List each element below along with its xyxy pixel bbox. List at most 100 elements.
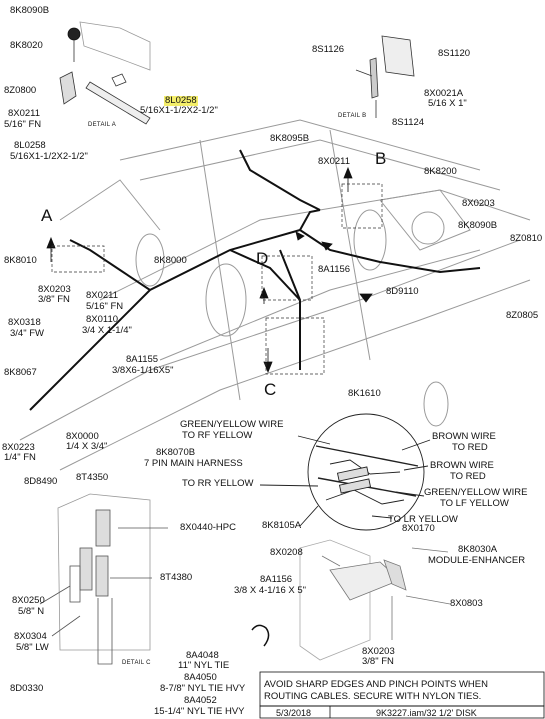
part-label-8X0021A-size: 5/16 X 1" — [428, 98, 467, 109]
part-label-8A1155: 8A1155 — [126, 354, 159, 365]
part-label-8K8200: 8K8200 — [424, 166, 457, 177]
part-label-8D8490: 8D8490 — [24, 476, 58, 487]
part-label-8L0258-highlighted: 8L0258 — [164, 95, 198, 106]
part-label-8X0318: 8X0318 — [8, 317, 41, 328]
callout-b: B — [375, 149, 387, 168]
part-label-8X0208: 8X0208 — [270, 547, 303, 558]
part-label-8X0250-size: 5/8" N — [18, 606, 45, 617]
part-label-8L0258: 8L0258 — [14, 140, 46, 151]
part-label-8K8030A-desc: MODULE-ENHANCER — [428, 555, 526, 566]
title-block-date: 5/3/2018 — [276, 708, 312, 718]
wire-label-brown-1-dest: TO RED — [452, 442, 488, 453]
part-label-8A4050: 8A4050 — [184, 672, 217, 683]
part-label-8K1610: 8K1610 — [348, 388, 381, 399]
detail-c-drawing — [39, 493, 168, 665]
part-label-8X0211-a: 8X0211 — [8, 108, 41, 119]
part-label-8X0304: 8X0304 — [14, 631, 47, 642]
part-label-8X0000-size: 1/4 X 3/4" — [66, 441, 108, 452]
detail-c-label: DETAIL C — [122, 660, 151, 666]
callout-a: A — [41, 206, 53, 225]
part-label-8D9110: 8D9110 — [386, 286, 419, 297]
implement-frame — [19, 119, 531, 471]
module-drawing — [299, 539, 451, 661]
part-label-8X0803: 8X0803 — [450, 598, 483, 609]
part-label-8X0203-left-size: 3/8" FN — [38, 294, 70, 305]
part-label-8L0258-size: 5/16X1-1/2X2-1/2" — [10, 151, 88, 162]
wire-label-brown-2-dest: TO RED — [450, 471, 486, 482]
part-label-8X0223-size: 1/4" FN — [4, 452, 36, 463]
title-block-file: 9K3227.iam/32 1/2' DISK — [376, 708, 477, 718]
callout-c: C — [264, 380, 277, 399]
part-label-8X0203-left: 8X0203 — [38, 284, 71, 295]
part-label-8A4048: 8A4048 — [186, 650, 219, 661]
part-label-8K8105A: 8K8105A — [262, 520, 302, 531]
part-label-8K8090B-right: 8K8090B — [458, 220, 498, 231]
part-label-8T4350: 8T4350 — [76, 472, 109, 483]
nylon-tie — [251, 624, 270, 647]
part-label-8X0203-right: 8X0203 — [462, 198, 495, 209]
part-label-8Z0805: 8Z0805 — [506, 310, 539, 321]
part-label-8K8095B: 8K8095B — [270, 133, 310, 144]
part-label-8X0211-b: 8X0211 — [318, 156, 351, 167]
part-label-8A4050-desc: 8-7/8" NYL TIE HVY — [160, 683, 246, 694]
wire-label-green-yellow-lf-dest: TO LF YELLOW — [440, 498, 509, 509]
part-label-8L0258-highlighted-size: 5/16X1-1/2X2-1/2" — [140, 105, 218, 116]
part-label-8X0304-size: 5/8" LW — [16, 642, 49, 653]
part-label-8A1156-mid: 8A1156 — [318, 264, 351, 275]
wire-label-rr-yellow: TO RR YELLOW — [182, 478, 254, 489]
detail-boxes — [51, 183, 383, 375]
part-label-8A1155-size: 3/8X6-1/16X5" — [112, 365, 174, 376]
wire-label-green-yellow-rf: GREEN/YELLOW WIRE — [180, 419, 284, 430]
callout-d: D — [256, 249, 269, 268]
part-label-8K8090B-top: 8K8090B — [10, 5, 50, 16]
part-label-8X0211-a-size: 5/16" FN — [4, 119, 42, 130]
wire-label-green-yellow-rf-dest: TO RF YELLOW — [182, 430, 253, 441]
wire-label-lr-yellow: TO LR YELLOW — [388, 514, 458, 525]
routing-note-line-2: ROUTING CABLES. SECURE WITH NYLON TIES. — [264, 691, 482, 702]
callout-pointers — [46, 166, 373, 374]
part-label-8T4380: 8T4380 — [160, 572, 193, 583]
part-label-8X0250: 8X0250 — [12, 595, 45, 606]
title-block-frame — [259, 671, 545, 719]
part-label-8D0330: 8D0330 — [10, 683, 44, 694]
part-label-8A4052: 8A4052 — [184, 695, 217, 706]
detail-b-drawing — [355, 35, 415, 118]
part-label-8X0110-size: 3/4 X 1-1/4" — [82, 325, 132, 336]
part-label-8Z0810: 8Z0810 — [510, 233, 543, 244]
part-label-8X0170: 8X0170 — [402, 523, 435, 534]
part-label-8K8067: 8K8067 — [4, 367, 37, 378]
detail-a-drawing — [59, 21, 151, 125]
part-label-8K8070B: 8K8070B — [156, 447, 196, 458]
part-label-8K8000: 8K8000 — [154, 255, 187, 266]
part-label-8A4048-desc: 11" NYL TIE — [178, 660, 230, 671]
part-label-8A1156-low: 8A1156 — [260, 574, 293, 585]
wire-detail-circle — [259, 413, 431, 531]
part-label-8X0440-HPC: 8X0440-HPC — [180, 522, 236, 533]
wire-label-green-yellow-lf: GREEN/YELLOW WIRE — [424, 487, 528, 498]
routing-note-line-1: AVOID SHARP EDGES AND PINCH POINTS WHEN — [264, 679, 488, 690]
part-label-8X0223: 8X0223 — [2, 442, 35, 453]
part-label-8X0211-c-size: 5/16" FN — [86, 301, 124, 312]
part-label-8S1120: 8S1120 — [438, 48, 471, 59]
part-label-8X0110: 8X0110 — [86, 314, 119, 325]
part-label-8X0318-size: 3/4" FW — [10, 328, 44, 339]
part-label-8K8020: 8K8020 — [10, 40, 43, 51]
part-label-8K8010: 8K8010 — [4, 255, 37, 266]
part-label-8K8070B-desc: 7 PIN MAIN HARNESS — [144, 458, 243, 469]
part-label-8X0203-low: 8X0203 — [362, 646, 395, 657]
main-harness — [29, 149, 481, 411]
part-label-8S1126: 8S1126 — [312, 44, 345, 55]
detail-a-label: DETAIL A — [88, 122, 117, 128]
part-label-8X0203-low-size: 3/8" FN — [362, 656, 394, 667]
part-label-8K8030A: 8K8030A — [458, 544, 498, 555]
part-label-8A1156-low-size: 3/8 X 4-1/16 X 5" — [234, 585, 307, 596]
wire-label-brown-2: BROWN WIRE — [430, 460, 494, 471]
part-label-8X0021A: 8X0021A — [424, 88, 464, 99]
part-label-8S1124: 8S1124 — [392, 117, 425, 128]
part-label-8X0211-c: 8X0211 — [86, 290, 119, 301]
part-label-8A4052-desc: 15-1/4" NYL TIE HVY — [154, 706, 245, 717]
part-label-8Z0800: 8Z0800 — [4, 85, 37, 96]
wire-label-brown-1: BROWN WIRE — [432, 431, 496, 442]
detail-b-label: DETAIL B — [338, 113, 367, 119]
